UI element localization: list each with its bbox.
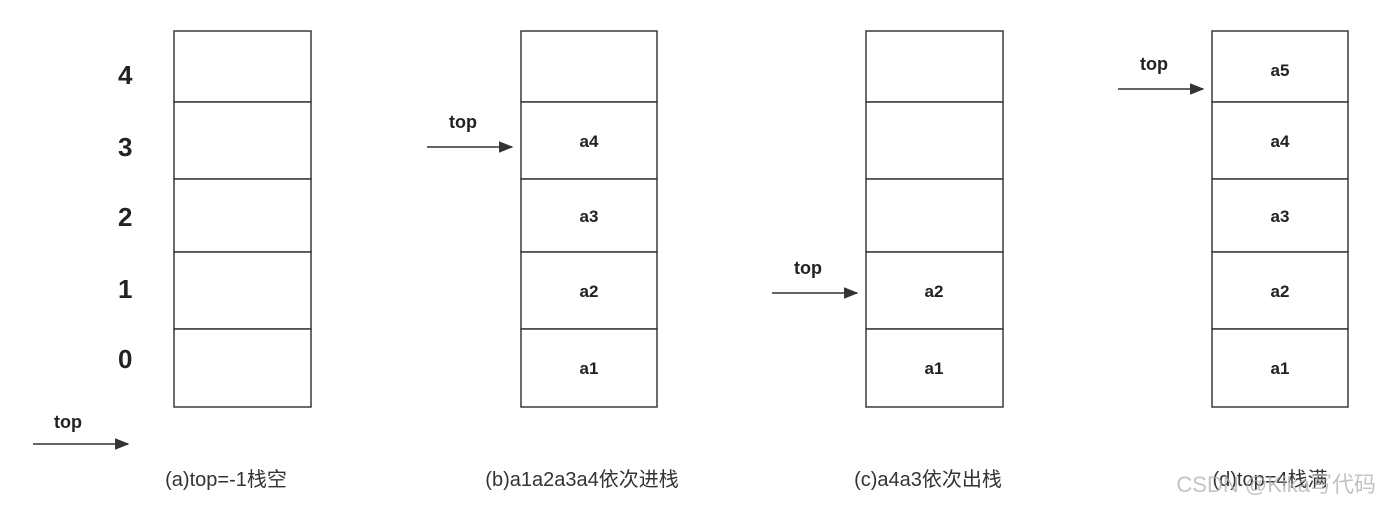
index-label-3: 3 [118,132,132,162]
stack-cell [1211,101,1349,180]
stack-cell [865,251,1004,330]
stack-cell [173,178,312,253]
stack-cell [173,328,312,408]
stack-cell [1211,178,1349,253]
caption-a: (a)top=-1栈空 [165,468,287,491]
stack-cell [865,328,1004,408]
caption-c: (c)a4a3依次出栈 [854,468,1002,491]
stack-cell-label: a3 [580,207,599,226]
stack-panel-b: a4 a3 a2 a1 top (b)a1a2a3a4依次进栈 [427,30,679,491]
stack-cell-label: a1 [925,359,944,378]
stack-panel-d: a5 a4 a3 a2 a1 top (d)top=4栈满 [1118,30,1349,491]
top-pointer-label: top [54,412,82,432]
stack-cell-label: a2 [1271,282,1290,301]
stack-cell [865,178,1004,253]
stack-cell [865,30,1004,103]
stack-cell-label: a2 [580,282,599,301]
index-labels: 4 3 2 1 0 [118,60,133,374]
index-label-0: 0 [118,344,132,374]
stack-cell [1211,30,1349,103]
watermark: CSDN @Kika写代码 [1176,472,1376,497]
stack-cell [173,30,312,103]
stack-cell-label: a1 [580,359,599,378]
stack-cell [1211,251,1349,330]
stack-cell [173,101,312,180]
caption-d: (d)top=4栈满 [1212,468,1327,491]
top-pointer-label: top [449,112,477,132]
stack-cell-label: a4 [580,132,599,151]
top-pointer-label: top [794,258,822,278]
stack-cell [1211,328,1349,408]
stack-panel-a: top (a)top=-1栈空 [33,30,312,491]
index-label-4: 4 [118,60,133,90]
stack-cell-label: a2 [925,282,944,301]
index-label-2: 2 [118,202,132,232]
stack-panel-c: a2 a1 top (c)a4a3依次出栈 [772,30,1004,491]
stack-cell [865,101,1004,180]
stack-cell [173,251,312,330]
caption-b: (b)a1a2a3a4依次进栈 [485,468,678,491]
stack-cell [520,30,658,103]
stack-cell [520,328,658,408]
index-label-1: 1 [118,274,132,304]
stack-cell-label: a1 [1271,359,1290,378]
stack-cell-label: a4 [1271,132,1290,151]
stack-cell-label: a3 [1271,207,1290,226]
stack-cell-label: a5 [1271,61,1290,80]
top-pointer-label: top [1140,54,1168,74]
stack-cell [520,178,658,253]
